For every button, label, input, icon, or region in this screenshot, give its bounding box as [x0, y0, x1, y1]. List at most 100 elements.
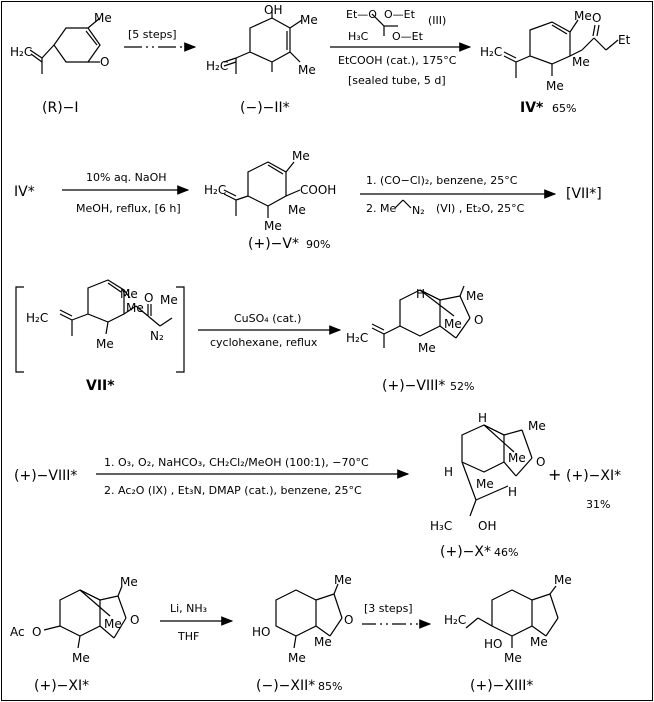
viii-h: H — [416, 287, 425, 301]
ii-me1: Me — [300, 13, 318, 27]
structure-ii — [223, 8, 303, 74]
label-viii: (+)−VIII* — [382, 378, 445, 394]
x-o: O — [536, 455, 545, 469]
reagent-iii: (III) — [428, 14, 446, 27]
v-yield: 90% — [306, 238, 330, 251]
row2-step1: 1. (CO−Cl)₂, benzene, 25°C — [366, 174, 518, 187]
vii-me4: Me — [160, 293, 178, 307]
x-h3c: H₃C — [430, 519, 452, 533]
vii-bracket: [VII*] — [566, 186, 602, 202]
i-me: Me — [94, 11, 112, 25]
label-i: (R)−I — [42, 100, 79, 116]
v-me3: Me — [264, 219, 282, 233]
xiii-ho: HO — [484, 637, 502, 651]
label-xii: (−)−XII* — [256, 678, 315, 694]
row5-arrow1-bottom: THF — [177, 630, 199, 643]
row5-arrow1-top: Li, NH₃ — [170, 602, 207, 615]
vii-n2: N₂ — [150, 329, 164, 343]
xiii-h2c: H₂C — [444, 613, 466, 627]
structure-v — [223, 161, 301, 218]
iv-h2c: H₂C — [480, 45, 502, 59]
structure-x — [461, 424, 533, 517]
label-ii: (−)−II* — [240, 100, 290, 116]
label-vii: VII* — [86, 378, 115, 394]
v-me2: Me — [288, 203, 306, 217]
structure-xii — [275, 583, 343, 649]
iv-me1: Me — [574, 9, 592, 23]
plus-sign: + — [548, 465, 561, 484]
vii-h2c: H₂C — [26, 311, 48, 325]
row2-arrow-top: 10% aq. NaOH — [86, 171, 167, 184]
bracket-left — [15, 286, 24, 373]
iv-me2: Me — [572, 55, 590, 69]
x-yield: 46% — [494, 546, 518, 559]
iv-me3: Me — [546, 79, 564, 93]
x-h1: H — [478, 411, 487, 425]
ii-me2: Me — [298, 63, 316, 77]
xi-o1: O — [32, 625, 41, 639]
xiii-me2: Me — [530, 635, 548, 649]
xi-side-yield: 31% — [586, 498, 610, 511]
xi-me2: Me — [104, 617, 122, 631]
xi-me1: Me — [120, 575, 138, 589]
xi-ac: Ac — [10, 625, 25, 639]
viii-me2: Me — [444, 317, 462, 331]
label-v: (+)−V* — [248, 236, 299, 252]
structure-i — [29, 17, 101, 74]
ii-oh: OH — [264, 3, 282, 17]
viii-start: (+)−VIII* — [14, 468, 77, 484]
xi-o2: O — [130, 613, 139, 627]
ii-h2c: H₂C — [206, 59, 228, 73]
xii-me3: Me — [288, 651, 306, 665]
reagent-o-et-2: O—Et — [392, 30, 424, 43]
row2-step2a: 2. Me — [366, 202, 396, 215]
iv-yield: 65% — [552, 102, 576, 115]
structure-vii — [59, 279, 173, 336]
vii-o: O — [144, 291, 153, 305]
row2-n2: N₂ — [412, 204, 425, 217]
xii-ho: HO — [252, 625, 270, 639]
structure-xiii — [465, 585, 559, 648]
x-h3: H — [508, 485, 517, 499]
reagent-o-et-1: O—Et — [384, 8, 416, 21]
viii-o: O — [474, 313, 483, 327]
xiii-me3: Me — [504, 651, 522, 665]
bracket-right — [176, 286, 185, 373]
row4-arrow-top: 1. O₃, O₂, NaHCO₃, CH₂Cl₂/MeOH (100:1), … — [104, 456, 369, 469]
arrow1-label: [5 steps] — [128, 28, 177, 41]
x-h2: H — [444, 465, 453, 479]
row2-step2b: (VI) , Et₂O, 25°C — [436, 202, 525, 215]
i-o: O — [100, 55, 109, 69]
row3-arrow-top: CuSO₄ (cat.) — [234, 312, 301, 325]
label-xi: (+)−XI* — [34, 678, 89, 694]
structure-iv — [503, 19, 619, 78]
x-oh: OH — [478, 519, 496, 533]
arrow2-cond1: EtCOOH (cat.), 175°C — [338, 54, 457, 67]
xii-me1: Me — [334, 573, 352, 587]
row2-arrow-bottom: MeOH, reflux, [6 h] — [76, 202, 181, 215]
label-x: (+)−X* — [440, 544, 491, 560]
viii-h2c: H₂C — [346, 331, 368, 345]
x-me1: Me — [528, 419, 546, 433]
v-cooh: COOH — [300, 183, 336, 197]
label-iv: IV* — [520, 100, 544, 116]
x-me2: Me — [508, 451, 526, 465]
xii-yield: 85% — [318, 680, 342, 693]
xi-me3: Me — [72, 651, 90, 665]
reagent-h3c: H₃C — [348, 30, 369, 43]
iv-et: Et — [618, 33, 631, 47]
iv-o: O — [592, 11, 601, 25]
row4-arrow-bottom: 2. Ac₂O (IX) , Et₃N, DMAP (cat.), benzen… — [104, 484, 362, 497]
xii-o: O — [344, 613, 353, 627]
xii-me2: Me — [314, 635, 332, 649]
structure-xi — [43, 585, 127, 649]
xi-side-label: (+)−XI* — [566, 468, 621, 484]
vii-me2: Me — [126, 301, 144, 315]
reagent-et-o: Et—O — [346, 8, 377, 21]
arrow2-cond2: [sealed tube, 5 d] — [348, 74, 446, 87]
structure-viii — [371, 285, 471, 348]
viii-me1: Me — [466, 289, 484, 303]
row5-arrow2-label: [3 steps] — [364, 602, 413, 615]
